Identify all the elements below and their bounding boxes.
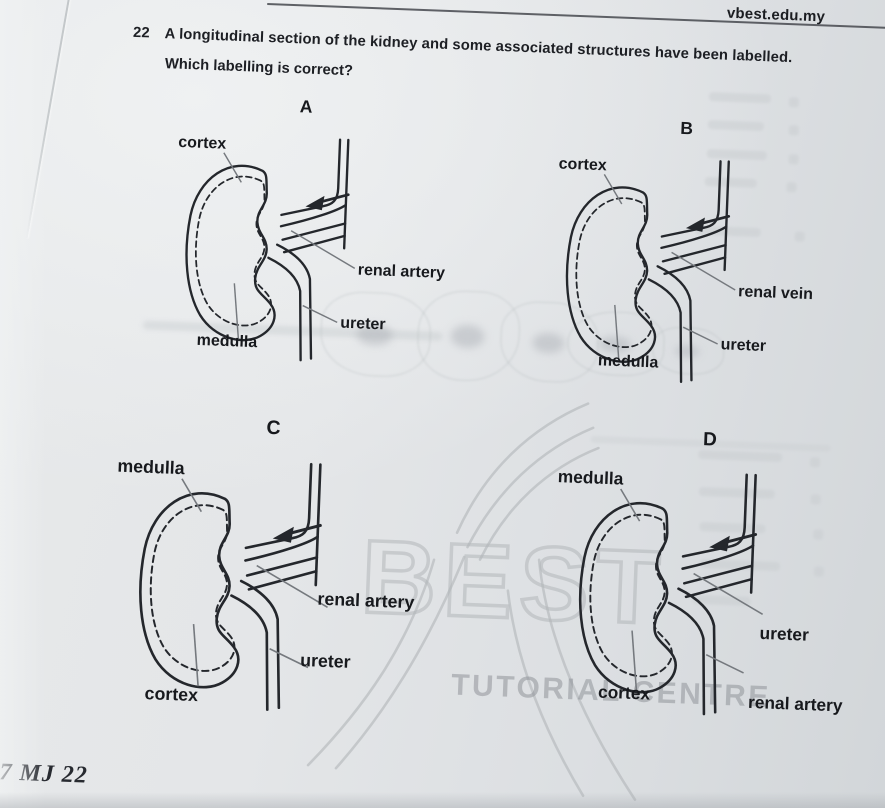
label-bottom-left: medulla: [196, 332, 257, 351]
diagram-option-d: D medulla ureter renal artery cortex: [528, 416, 885, 755]
question-number: 22: [132, 24, 150, 42]
label-bottom-left: medulla: [598, 352, 659, 371]
label-mid-right: renal artery: [317, 589, 415, 613]
label-mid-right: renal vein: [738, 283, 813, 303]
label-low-right: ureter: [300, 650, 351, 672]
label-top-left: cortex: [558, 156, 607, 175]
page-edge-highlight: [0, 0, 46, 808]
label-top-left: medulla: [557, 466, 624, 489]
diagram-letter: C: [266, 417, 281, 440]
label-mid-right: ureter: [759, 623, 809, 645]
bleed-through-letter: [788, 97, 800, 108]
diagram-option-c: C medulla renal artery ureter cortex: [87, 404, 456, 751]
diagram-letter: A: [300, 96, 314, 116]
diagram-letter: B: [680, 118, 693, 138]
label-mid-right: renal artery: [357, 262, 445, 282]
diagram-option-b: B cortex renal vein ureter medulla: [519, 107, 850, 419]
label-low-right: renal artery: [748, 692, 844, 716]
label-bottom-left: cortex: [598, 682, 651, 704]
label-low-right: ureter: [720, 336, 766, 355]
kidney-figure-icon: [136, 458, 333, 712]
question-prompt: Which labelling is correct?: [164, 56, 354, 80]
label-top-left: cortex: [178, 134, 227, 153]
kidney-figure-icon: [183, 134, 360, 362]
diagram-letter: D: [703, 429, 718, 451]
label-top-left: medulla: [117, 456, 185, 479]
label-bottom-left: cortex: [144, 683, 198, 705]
label-low-right: ureter: [340, 315, 386, 334]
bleed-through-text: [708, 92, 772, 104]
kidney-figure-icon: [576, 469, 768, 717]
diagram-option-a: A cortex renal artery ureter medulla: [138, 86, 469, 398]
kidney-figure-icon: [563, 156, 740, 384]
